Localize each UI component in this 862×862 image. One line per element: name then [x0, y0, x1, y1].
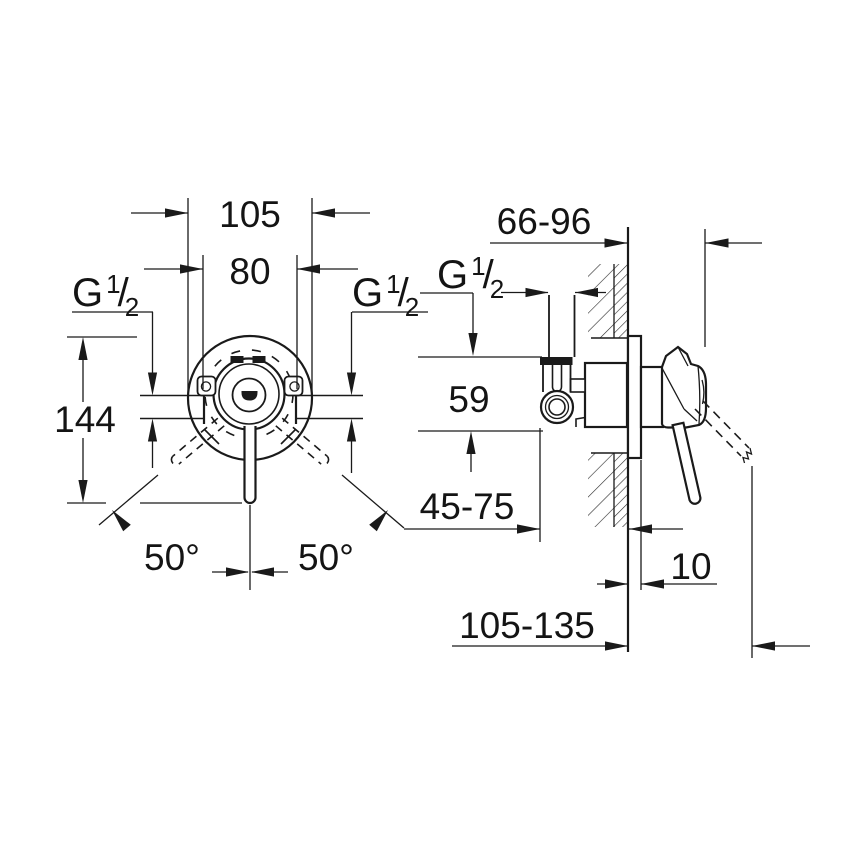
- lever-dashed-right: [275, 417, 330, 466]
- dim-144: 144: [54, 336, 242, 504]
- dim-59: 59: [418, 356, 543, 472]
- front-view-drawing: 50° 50° 105 80: [54, 194, 428, 590]
- dim-66-96: 66-96: [490, 201, 762, 347]
- dim-80-label: 80: [229, 251, 270, 292]
- dim-105-label: 105: [219, 194, 281, 235]
- dim-105: 105: [131, 194, 370, 396]
- supply-stub-right: [297, 394, 363, 420]
- dim-66-96-label: 66-96: [497, 201, 592, 242]
- dim-10-label: 10: [670, 546, 711, 587]
- dim-45-75: 45-75: [404, 428, 683, 542]
- escutcheon-side: [626, 334, 643, 460]
- angle-arrow-left: [112, 510, 131, 532]
- cartridge-ring: [212, 357, 286, 431]
- dim-59-label: 59: [448, 379, 489, 420]
- supply-stub-left: [140, 394, 203, 420]
- screw-ear-left: [196, 375, 217, 397]
- dim-45-75-label: 45-75: [420, 486, 515, 527]
- lever-side: [671, 421, 702, 505]
- lever-dashed-left: [170, 417, 225, 466]
- dim-10: 10: [597, 546, 717, 589]
- dim-144-label: 144: [54, 399, 116, 440]
- angle-left-label: 50°: [144, 537, 200, 578]
- lever-dashed-side: [694, 400, 753, 464]
- fixing-tabs: [230, 356, 266, 363]
- handle-sleeve: [639, 365, 665, 429]
- valve-body-side: [569, 361, 629, 429]
- dim-105-135: 105-135: [452, 605, 810, 651]
- angle-dimension: 50° 50°: [98, 474, 405, 578]
- dim-105-135-label: 105-135: [459, 605, 595, 646]
- supply-elbow: [539, 295, 576, 425]
- angle-right-label: 50°: [298, 537, 354, 578]
- cartridge-keyway: [241, 391, 258, 401]
- lever-front: [243, 426, 257, 505]
- port-faces: [202, 391, 298, 424]
- angle-arrow-right: [369, 510, 388, 532]
- outlet-flange: [540, 357, 573, 365]
- dim-80: 80: [144, 251, 358, 389]
- handle-knob: [660, 345, 708, 429]
- screw-ear-right: [283, 375, 304, 397]
